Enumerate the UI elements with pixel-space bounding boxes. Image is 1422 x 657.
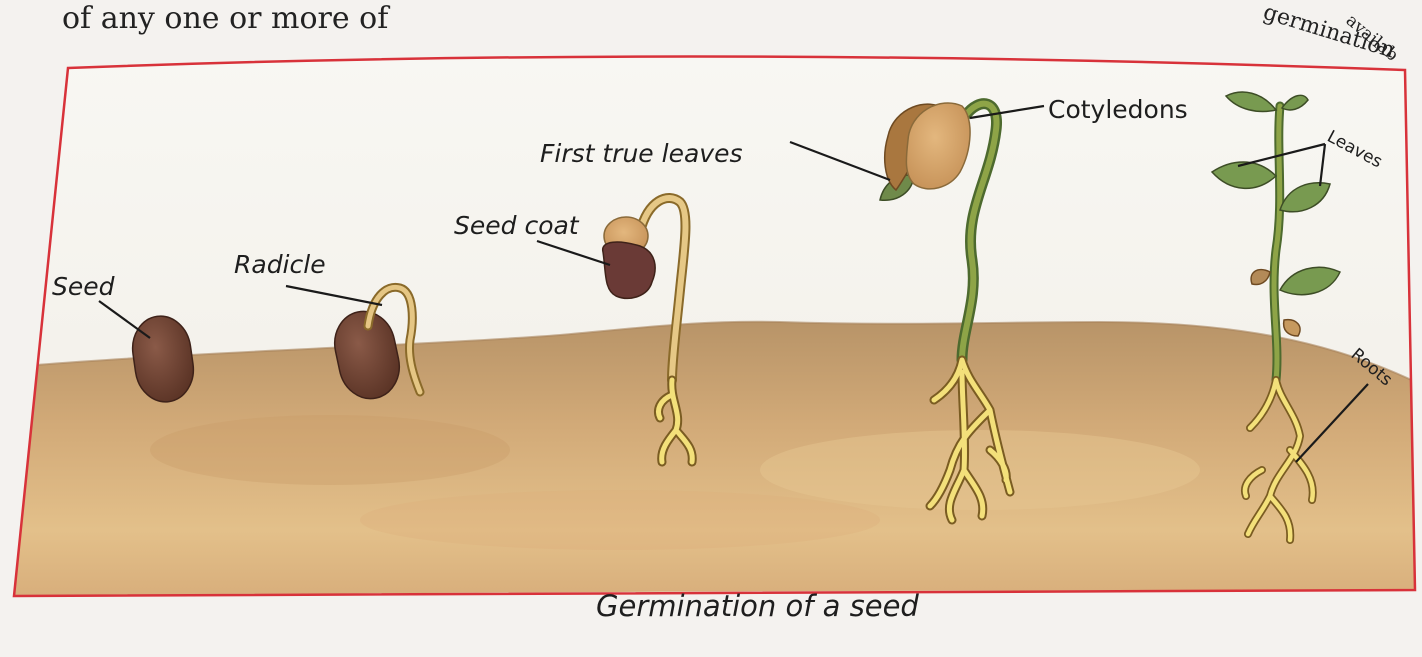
label-radicle: Radicle xyxy=(234,250,326,279)
seed-coat xyxy=(603,242,655,298)
label-cotyledons: Cotyledons xyxy=(1048,95,1188,124)
label-seed: Seed xyxy=(52,272,115,301)
page-text-top-line: of any one or more of xyxy=(62,1,390,36)
label-seed-coat: Seed coat xyxy=(454,211,580,240)
label-first-true-leaves: First true leaves xyxy=(540,139,742,168)
figure-caption: Germination of a seed xyxy=(596,589,919,623)
